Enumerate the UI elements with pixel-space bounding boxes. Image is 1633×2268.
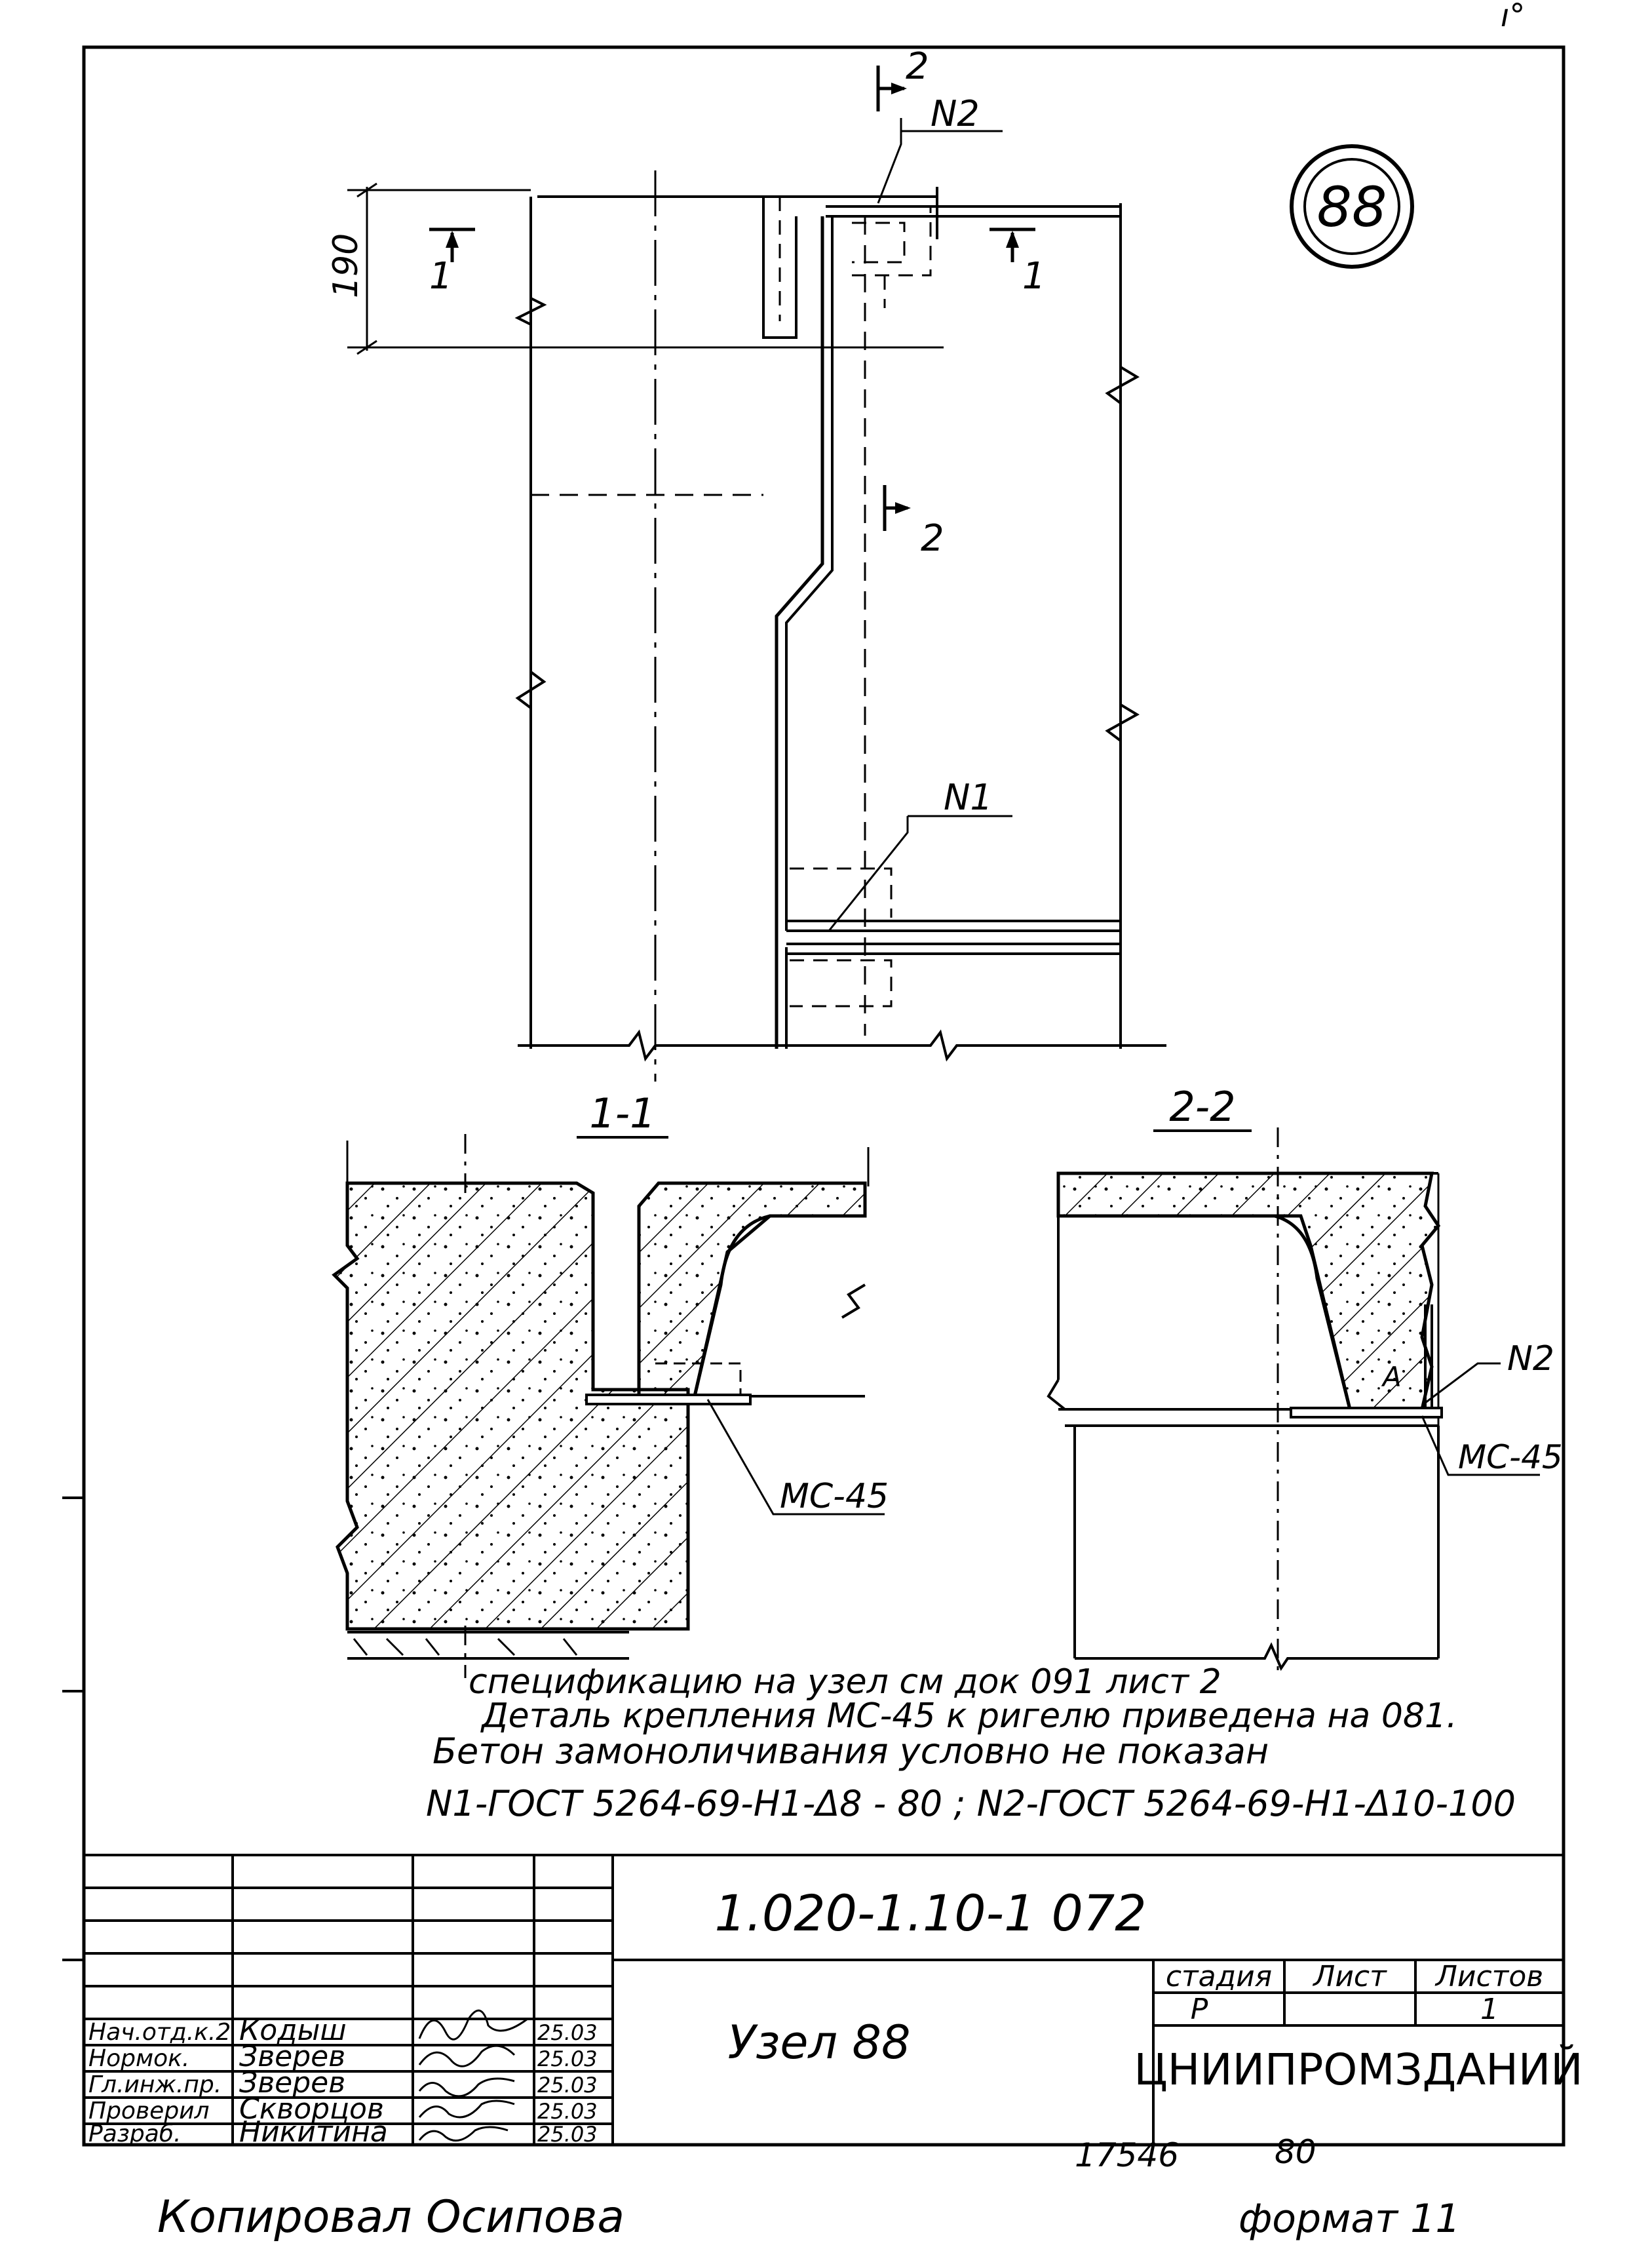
callout-a-letter: A — [1381, 1361, 1402, 1393]
staff-role: Нормок. — [88, 2045, 189, 2072]
node-circle-outer — [1290, 144, 1414, 269]
staff-name: Зверев — [239, 2040, 345, 2073]
staff-role: Проверил — [88, 2098, 210, 2124]
staff-name: Кодыш — [239, 2014, 347, 2047]
staff-date: 25.03 — [537, 2122, 598, 2147]
dimension-190: 190 — [326, 233, 366, 298]
callout-n1: N1 — [944, 777, 993, 818]
callout-n2-top: N2 — [931, 93, 980, 134]
section-mark-2-top: 2 — [906, 45, 929, 88]
staff-date: 25.03 — [537, 2073, 598, 2098]
corner-mark: ı° — [1501, 0, 1525, 34]
callout-n2-section: N2 — [1507, 1339, 1554, 1378]
org-name: ЦНИИПРОМЗДАНИЙ — [1134, 2044, 1583, 2095]
staff-date: 25.03 — [537, 2099, 598, 2124]
sheet-header: Лист — [1312, 1960, 1387, 1993]
plan-view — [347, 66, 1166, 1082]
note-line-2: Деталь крепления МС-45 к ригелю приведен… — [480, 1696, 1457, 1736]
section-1-1 — [332, 1134, 885, 1678]
callout-mc45-right: MC-45 — [1458, 1438, 1563, 1476]
staff-name: Зверев — [239, 2066, 345, 2100]
staff-role: Нач.отд.к.2 — [88, 2019, 231, 2046]
section-mark-2-mid: 2 — [921, 517, 944, 560]
section-mark-1-right: 1 — [1022, 255, 1046, 298]
stage-value: Р — [1191, 1993, 1208, 2026]
sheets-value: 1 — [1480, 1993, 1499, 2026]
sheets-header: Листов — [1434, 1960, 1543, 1993]
section-2-2-title: 2-2 — [1169, 1083, 1235, 1131]
node-circle-inner — [1303, 158, 1400, 255]
note-line-4: N1-ГОСТ 5264-69-Н1-Δ8 - 80 ; N2-ГОСТ 526… — [426, 1783, 1516, 1824]
paper-format: формат 11 — [1239, 2196, 1461, 2242]
staff-name: Скворцов — [239, 2092, 384, 2126]
section-mark-1-left: 1 — [429, 255, 453, 298]
staff-role: Разраб. — [88, 2121, 181, 2147]
note-line-3: Бетон замоноличивания условно не показан — [432, 1730, 1269, 1772]
signatures — [418, 2009, 528, 2142]
node-circle-label: 88 — [1317, 175, 1387, 239]
stage-header: стадия — [1166, 1960, 1272, 1993]
archive-number: 17546 — [1075, 2136, 1179, 2174]
copied-by: Копировал Осипова — [157, 2191, 624, 2243]
callout-mc45-left: MC-45 — [780, 1477, 889, 1516]
section-1-1-title: 1-1 — [589, 1089, 655, 1137]
archive-number-2: 80 — [1275, 2133, 1316, 2171]
staff-role: Гл.инж.пр. — [88, 2071, 221, 2098]
drawing-title: Узел 88 — [727, 2016, 910, 2069]
note-line-1: спецификацию на узел см док 091 лист 2 — [469, 1662, 1221, 1702]
drawing-frame — [82, 45, 1566, 2147]
staff-date: 25.03 — [537, 2020, 598, 2045]
staff-name: Никитина — [239, 2115, 388, 2149]
title-block-grid — [84, 1854, 1564, 2145]
staff-date: 25.03 — [537, 2046, 598, 2071]
doc-code: 1.020-1.10-1 072 — [714, 1884, 1146, 1942]
section-2-2 — [1047, 1127, 1540, 1675]
